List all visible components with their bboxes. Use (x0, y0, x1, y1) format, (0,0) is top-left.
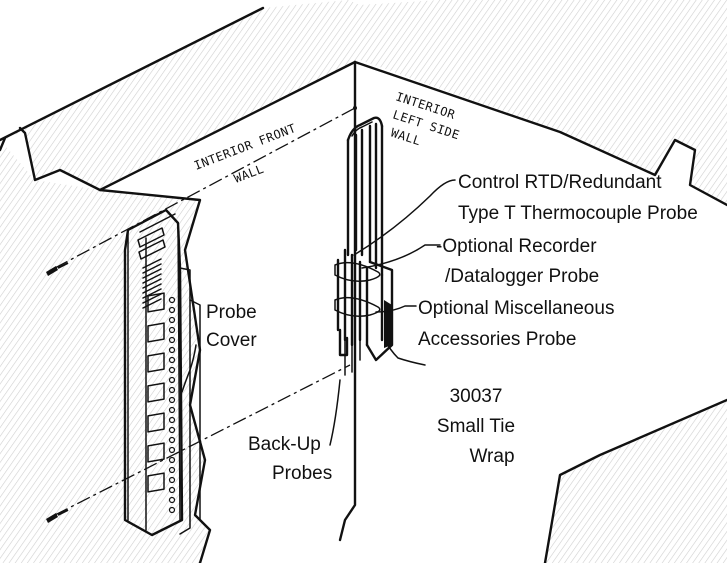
svg-text:Control RTD/Redundant: Control RTD/Redundant (458, 172, 662, 193)
bottom-screw-icon (46, 509, 69, 523)
svg-text:Wrap: Wrap (469, 446, 514, 467)
svg-text:Probe: Probe (206, 302, 257, 323)
svg-text:Optional Miscellaneous: Optional Miscellaneous (418, 298, 614, 319)
control-rtd-label: Control RTD/Redundant Type T Thermocoupl… (458, 172, 698, 224)
svg-text:Back-Up: Back-Up (248, 434, 321, 455)
leader-lines (181, 179, 456, 446)
probe-cover-illustration (123, 208, 201, 537)
misc-probe-label: Optional Miscellaneous Accessories Probe (418, 298, 614, 350)
cover-holes (168, 296, 176, 514)
svg-text:WALL: WALL (232, 162, 266, 186)
svg-text:Cover: Cover (206, 330, 257, 351)
svg-text:30037: 30037 (450, 386, 503, 407)
probe-assembly (334, 116, 394, 376)
top-screw-icon (46, 262, 69, 276)
svg-text:Accessories Probe: Accessories Probe (418, 329, 576, 350)
svg-text:-Optional Recorder: -Optional Recorder (436, 236, 597, 257)
recorder-probe-label: -Optional Recorder /Datalogger Probe (436, 236, 599, 287)
backup-probes-label: Back-Up Probes (248, 434, 332, 484)
svg-text:Small Tie: Small Tie (437, 416, 515, 437)
svg-text:Probes: Probes (272, 463, 332, 484)
svg-text:/Datalogger Probe: /Datalogger Probe (445, 266, 599, 287)
probe-cover-label: Probe Cover (206, 302, 257, 351)
mounting-lines (54, 106, 357, 516)
svg-text:Type T Thermocouple Probe: Type T Thermocouple Probe (458, 203, 698, 224)
vent-slots (142, 258, 162, 309)
tie-wrap-label: 30037 Small Tie Wrap (437, 386, 515, 467)
interior-left-side-wall-label: INTERIOR LEFT SIDE WALL (389, 90, 461, 149)
cover-windows (147, 292, 165, 493)
